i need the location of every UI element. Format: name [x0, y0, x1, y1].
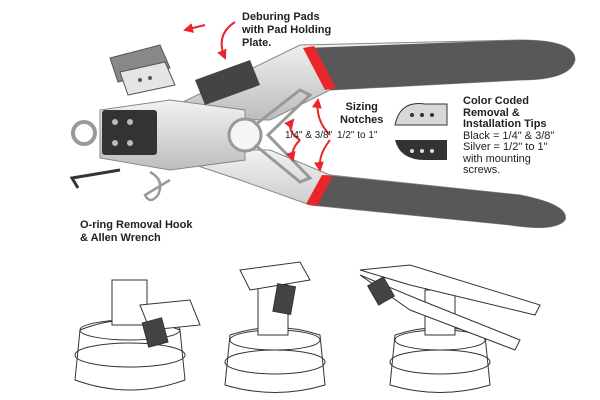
label-line: Sizing — [345, 101, 378, 113]
upper-handle — [149, 39, 576, 121]
usage-sketch-2 — [224, 261, 326, 393]
pivot — [227, 117, 263, 153]
usage-sketches — [74, 261, 541, 393]
lower-handle — [149, 149, 566, 229]
deburring-pad-plate — [109, 44, 260, 105]
jaw-tips — [102, 110, 157, 155]
label-line: Notches — [340, 114, 384, 126]
small-size-label: 1/4" & 3/8" — [285, 130, 333, 141]
removal-tips — [394, 102, 448, 160]
label-line: with Pad Holding — [242, 24, 332, 36]
color-coded-tips-label: Color Coded Removal & Installation Tips … — [463, 95, 555, 177]
usage-sketch-1 — [74, 279, 201, 391]
oring-hook-and-allen-wrench — [69, 168, 171, 202]
spring — [254, 88, 313, 184]
callout-arrows — [183, 21, 331, 172]
label-line: Removal & — [463, 106, 520, 119]
usage-sketch-3 — [359, 264, 541, 393]
sizing-notches-label: Sizing Notches — [340, 101, 383, 127]
label-line: screws. — [463, 164, 501, 176]
label-line: Black = 1/4" & 3/8" — [463, 129, 555, 142]
label-line: Deburing Pads — [242, 11, 320, 23]
large-size-label: 1/2" to 1" — [337, 130, 378, 141]
label-line: Installation Tips — [463, 118, 547, 130]
ring-icon — [71, 120, 97, 146]
label-line: Silver = 1/2" to 1" — [463, 141, 548, 153]
label-line: Plate. — [242, 37, 272, 49]
label-line: O-ring Removal Hook — [80, 219, 193, 231]
deburring-pads-label: Deburing Pads with Pad Holding Plate. — [242, 11, 331, 50]
label-line: Color Coded — [463, 95, 529, 107]
label-line: with mounting — [463, 152, 531, 165]
label-line: & Allen Wrench — [80, 232, 161, 244]
oring-hook-label: O-ring Removal Hook & Allen Wrench — [80, 219, 192, 245]
